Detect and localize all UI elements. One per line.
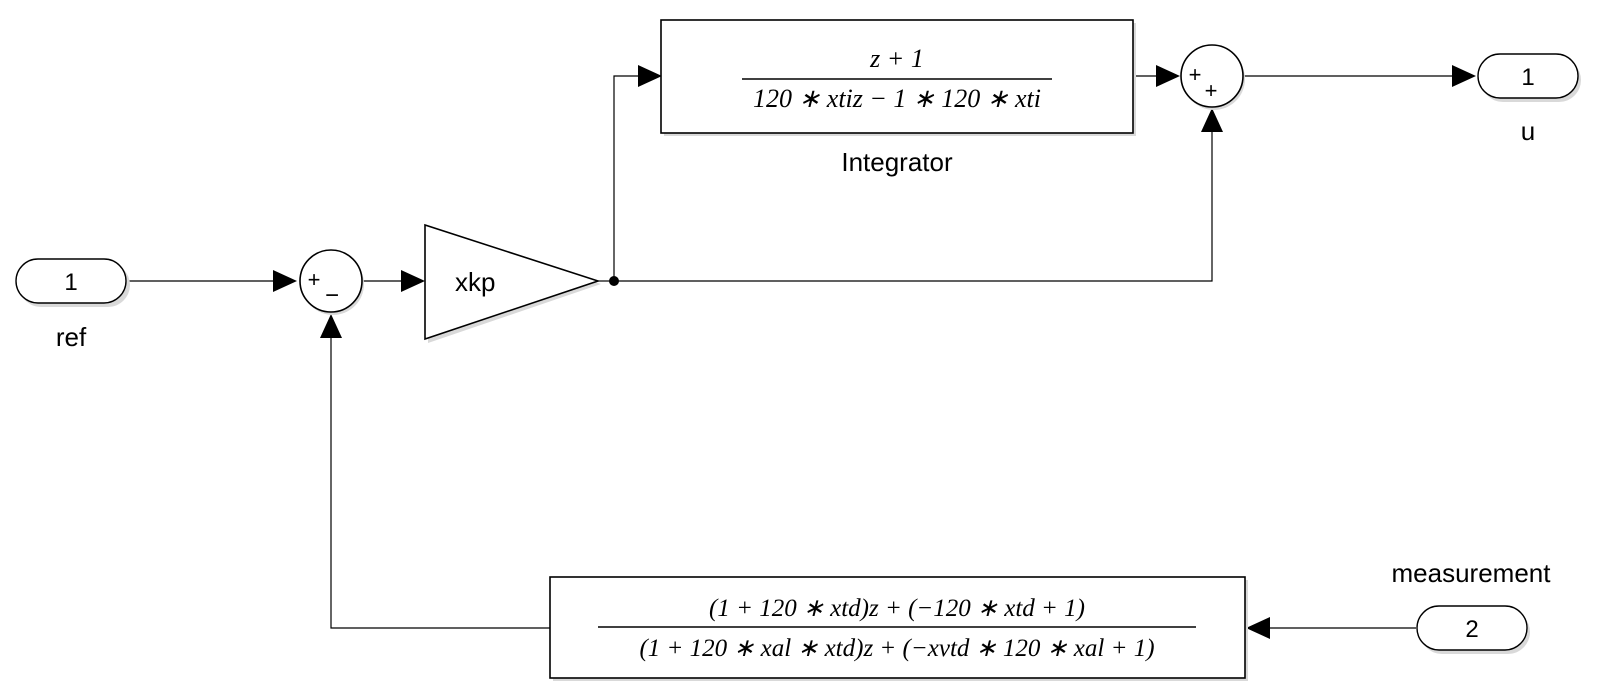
sum2-sign-plus-left: + (1189, 62, 1202, 87)
filter-numerator: (1 + 120 ∗ xtd)z + (−120 ∗ xtd + 1) (709, 595, 1085, 622)
integrator-name: Integrator (841, 147, 953, 177)
inport-ref-number: 1 (64, 269, 77, 296)
filter-denominator: (1 + 120 ∗ xal ∗ xtd)z + (−xvtd ∗ 120 ∗ … (639, 635, 1154, 662)
outport-u-label: u (1521, 116, 1535, 146)
wire-filter-to-sum1 (330, 328, 550, 629)
integrator-block[interactable]: z + 1 120 ∗ xtiz − 1 ∗ 120 ∗ xti (660, 19, 1136, 136)
outport-u[interactable]: 1 (1477, 53, 1581, 102)
feedback-filter-block[interactable]: (1 + 120 ∗ xtd)z + (−120 ∗ xtd + 1) (1 +… (549, 576, 1248, 681)
inport-measurement-number: 2 (1465, 616, 1478, 643)
arrowhead (1201, 108, 1223, 132)
gain-label: xkp (455, 267, 495, 297)
arrowhead (273, 270, 297, 292)
sum2-sign-plus-bottom: + (1205, 78, 1218, 103)
sum1-sign-minus: − (325, 282, 339, 309)
sum-block-output[interactable]: + + (1180, 44, 1245, 110)
integrator-denominator: 120 ∗ xtiz − 1 ∗ 120 ∗ xti (753, 84, 1041, 113)
inport-ref-label: ref (56, 322, 87, 352)
inport-ref[interactable]: 1 (15, 258, 130, 307)
arrowhead (1452, 65, 1476, 87)
gain-block-xkp[interactable]: xkp (424, 223, 601, 343)
integrator-numerator: z + 1 (869, 44, 924, 73)
sum-block-error[interactable]: + − (299, 249, 364, 315)
outport-u-number: 1 (1521, 64, 1534, 91)
wire-branch-to-integrator (613, 75, 646, 281)
arrowhead (638, 65, 662, 87)
inport-measurement-label: measurement (1392, 558, 1552, 588)
arrowhead (320, 314, 342, 338)
arrowhead (1246, 617, 1270, 639)
inport-measurement[interactable]: 2 (1416, 605, 1530, 654)
arrowhead (401, 270, 425, 292)
sum1-sign-plus: + (308, 267, 321, 292)
arrowhead (1156, 65, 1180, 87)
wire-branch-to-sum2 (614, 121, 1213, 282)
